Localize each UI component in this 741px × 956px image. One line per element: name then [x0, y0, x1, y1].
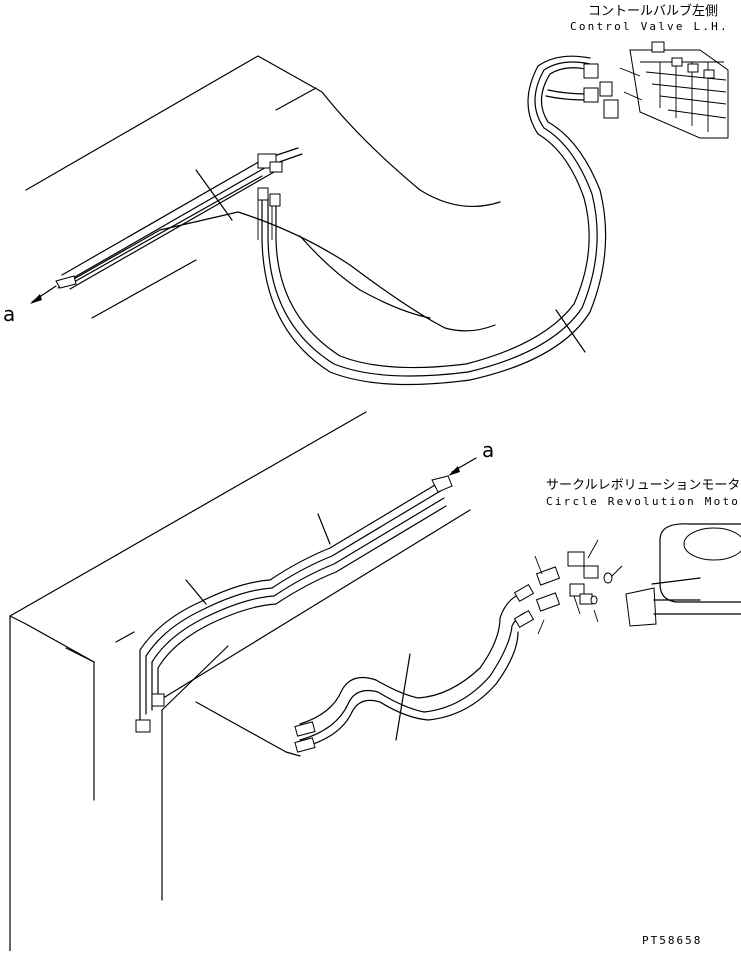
top-ref-arrow: [30, 285, 57, 304]
top-hose-loop: [257, 55, 607, 386]
circle-revolution-motor: [625, 523, 741, 627]
top-tube-bundle: [55, 147, 303, 290]
ref-label-a-top: a: [3, 302, 16, 326]
drawing-code: PT58658: [642, 934, 703, 947]
control-valve-label-jp: コントールバルブ左側: [588, 4, 719, 19]
circle-motor-label-en: Circle Revolution Motor: [546, 495, 741, 508]
bottom-ref-arrow: [448, 457, 477, 476]
bottom-frame: [9, 411, 471, 952]
motor-fittings: [534, 539, 623, 635]
ref-label-a-bottom: a: [482, 438, 495, 462]
circle-motor-label-jp: サークルレボリューションモータ: [546, 478, 741, 493]
control-valve-label-en: Control Valve L.H.: [570, 20, 729, 33]
control-valve-block: [583, 41, 729, 139]
top-frame: [25, 55, 501, 332]
bottom-hose-run: [294, 583, 535, 753]
bottom-tube-bundle: [135, 475, 453, 733]
